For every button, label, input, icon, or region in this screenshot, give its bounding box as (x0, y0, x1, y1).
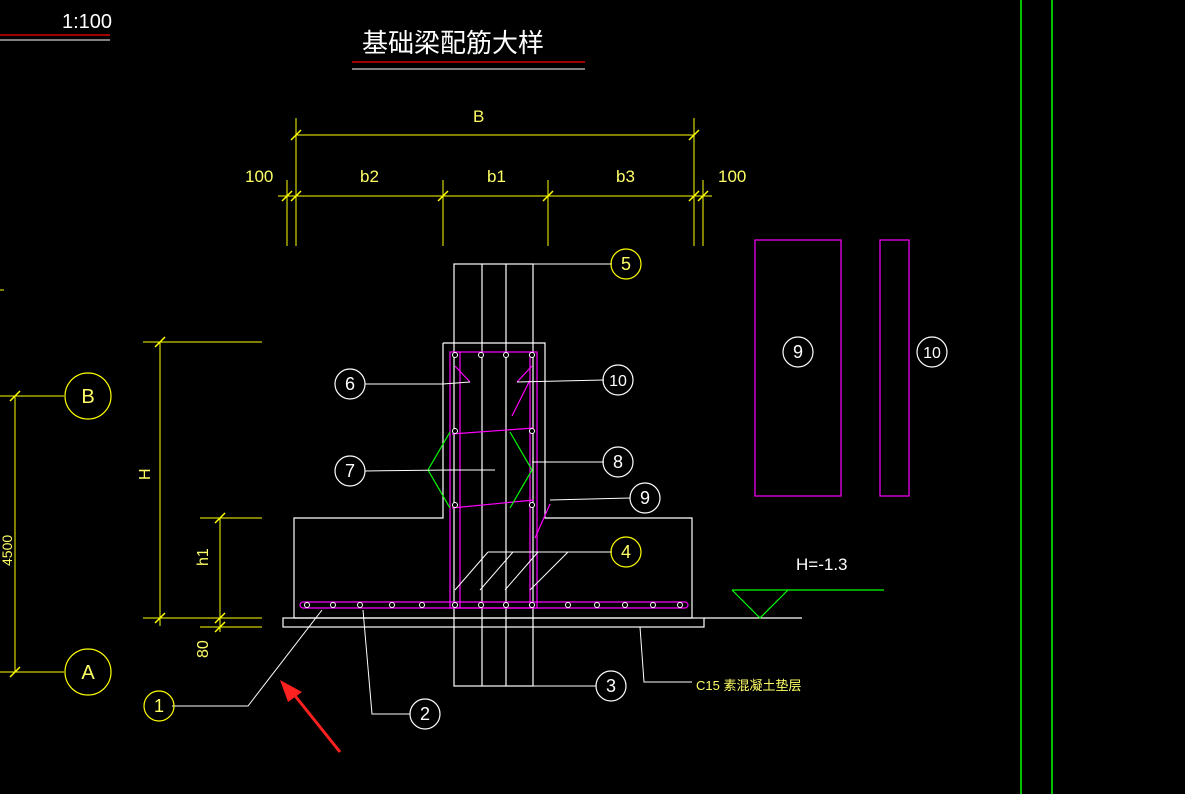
drawing-title: 基础梁配筋大样 (362, 29, 544, 59)
section-9-rect (754, 239, 842, 497)
callout-1 (143, 690, 175, 722)
rebar-dots (304, 352, 683, 608)
axis-grid: B A 4500 (0, 289, 112, 696)
title-block: 基础梁配筋大样 (352, 29, 585, 70)
callout-label-1: 1 (154, 696, 164, 716)
dim-height-H: H (137, 468, 154, 480)
callout-3 (595, 670, 627, 702)
section-label-10: 10 (923, 345, 941, 362)
scale-block: 1:100 (0, 11, 112, 41)
dim-total-width: B (473, 107, 484, 126)
concrete-outline (282, 263, 802, 687)
callout-7 (334, 455, 366, 487)
callout-10 (602, 364, 634, 396)
callout-5 (610, 248, 642, 280)
callout-label-2: 2 (420, 704, 430, 724)
axis-bubble-A (64, 648, 112, 696)
callout-label-4: 4 (621, 542, 631, 562)
callout-label-8: 8 (613, 452, 623, 472)
dim-height-h1: h1 (195, 548, 212, 566)
dim-b1: b1 (487, 167, 506, 186)
section-details: 9 10 (754, 239, 948, 497)
red-arrow-icon (280, 680, 342, 753)
dim-left-margin: 100 (245, 167, 273, 186)
dim-bottom-80: 80 (195, 640, 212, 658)
callout-label-10: 10 (609, 373, 627, 390)
axis-bubble-B (64, 372, 112, 420)
dim-b2: b2 (360, 167, 379, 186)
top-dimension-labels: B 100 100 b2 b1 b3 (245, 107, 746, 186)
scale-label: 1:100 (62, 11, 112, 33)
dim-right-margin: 100 (718, 167, 746, 186)
callout-label-6: 6 (345, 374, 355, 394)
callout-8 (602, 446, 634, 478)
section-10-rect (879, 239, 910, 497)
callout-4 (610, 536, 642, 568)
callout-label-3: 3 (606, 676, 616, 696)
leader-lines (172, 263, 692, 715)
axis-label-A: A (81, 662, 95, 684)
section-label-9: 9 (793, 342, 803, 362)
callout-2 (409, 698, 441, 730)
rebar-cage (299, 351, 689, 609)
cushion-label: C15 素混凝土垫层 (696, 678, 801, 693)
dim-axis-span: 4500 (0, 535, 15, 566)
callout-bubbles (143, 248, 661, 730)
elevation-label: H=-1.3 (796, 555, 848, 574)
top-dimensions (278, 118, 712, 246)
callout-label-9: 9 (640, 488, 650, 508)
callout-label-5: 5 (621, 254, 631, 274)
tie-indicators (427, 431, 884, 619)
callout-9 (629, 482, 661, 514)
callout-6 (334, 368, 366, 400)
left-dimension-labels: H h1 80 (137, 468, 212, 658)
axis-label-B: B (81, 386, 94, 408)
left-dimensions (143, 336, 262, 633)
drawing-frame (1020, 0, 1053, 794)
callout-label-7: 7 (345, 461, 355, 481)
dim-b3: b3 (616, 167, 635, 186)
callout-labels: 1 2 3 4 5 6 7 8 9 10 (154, 254, 650, 724)
